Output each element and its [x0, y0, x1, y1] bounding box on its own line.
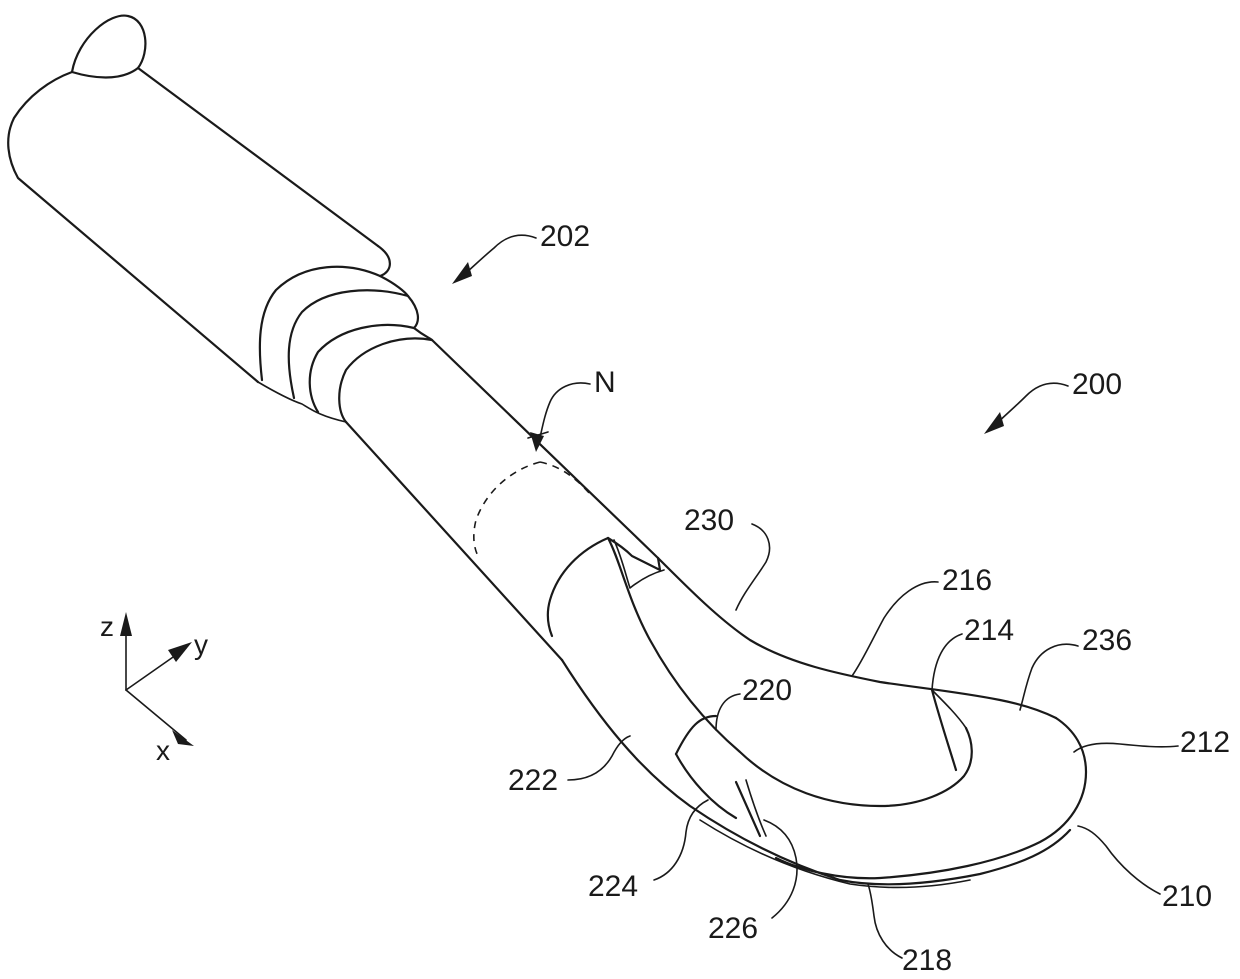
shaft-end-cap	[72, 16, 145, 78]
neck-dashed-ring	[474, 462, 540, 556]
label-202: 202	[540, 220, 590, 253]
label-218: 218	[902, 944, 952, 977]
leader-230	[736, 524, 770, 610]
leader-214	[932, 634, 962, 690]
axis-z-arrow	[120, 612, 132, 636]
label-214: 214	[964, 614, 1014, 647]
coupling-ring-2	[289, 276, 408, 398]
leader-216	[852, 582, 938, 676]
shaft-right-edge	[138, 68, 378, 246]
leader-222	[568, 736, 630, 780]
arrow-202	[452, 262, 472, 284]
facet-220	[676, 716, 716, 754]
axis-x-line	[126, 690, 186, 740]
shaft-left-edge	[8, 72, 258, 382]
axis-x-label: x	[156, 735, 170, 766]
label-220: 220	[742, 674, 792, 707]
blade	[562, 538, 1086, 887]
leader-220	[716, 694, 740, 730]
leader-218	[868, 884, 902, 958]
label-224: 224	[588, 870, 638, 903]
leader-210	[1078, 826, 1160, 894]
label-200: 200	[1072, 368, 1122, 401]
facet-224	[676, 754, 736, 818]
blade-inner-face	[608, 538, 972, 806]
label-212: 212	[1180, 726, 1230, 759]
facet-226	[736, 782, 760, 836]
leader-N	[538, 383, 590, 446]
axis-x-arrow	[172, 730, 194, 746]
reference-labels: 202 200 N 230 216 214 236 220 212 222 22…	[508, 220, 1230, 977]
label-N: N	[594, 366, 616, 399]
neck-upper-edge	[432, 340, 658, 558]
coordinate-axes: z y x	[100, 611, 208, 766]
coupling-ring-1	[260, 246, 390, 380]
label-222: 222	[508, 764, 558, 797]
upper-shaft	[8, 16, 432, 422]
coupling-groove	[258, 382, 346, 422]
leader-226	[764, 820, 797, 918]
leader-212	[1074, 743, 1178, 752]
label-216: 216	[942, 564, 992, 597]
axis-z-label: z	[100, 611, 114, 642]
neck-lower-edge	[346, 422, 562, 660]
label-226: 226	[708, 912, 758, 945]
neck-ring	[548, 538, 608, 636]
leader-236	[1020, 644, 1078, 710]
blade-lower-edge	[562, 660, 1070, 884]
axis-y-label: y	[194, 629, 208, 660]
label-236: 236	[1082, 624, 1132, 657]
coupling-ring-4	[339, 328, 432, 422]
arrow-200	[984, 412, 1004, 434]
label-230: 230	[684, 504, 734, 537]
label-210: 210	[1162, 880, 1212, 913]
leaders	[452, 235, 1178, 958]
